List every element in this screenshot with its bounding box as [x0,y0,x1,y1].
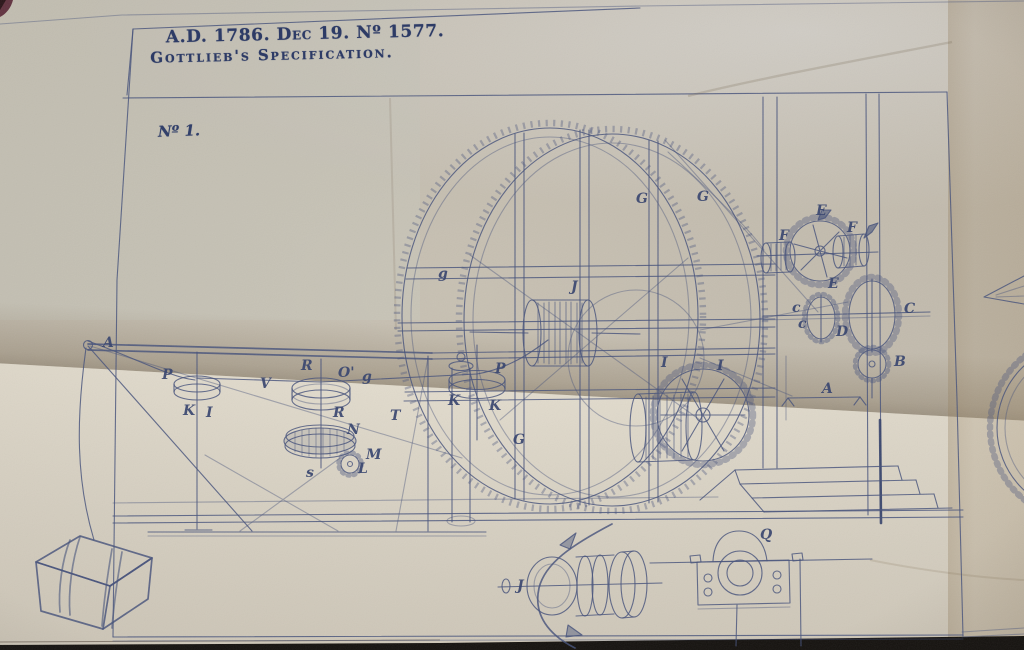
part-label-c: c [792,300,801,316]
part-label-G: G [513,432,525,448]
part-label-A: A [101,335,114,351]
part-label-V: V [260,376,273,392]
part-label-J: J [568,279,579,295]
part-label-O': O' [338,365,354,381]
part-label-K: K [447,393,461,409]
part-label-P: P [161,367,173,383]
part-label-c: c [798,316,807,332]
part-label-F: F [778,228,790,244]
part-label-T: T [390,408,402,424]
title-block: A.D. 1786. Dec 19. Nº 1577. Gottlieb's S… [150,20,481,67]
part-label-I: I [205,405,213,421]
part-label-R: R [300,358,313,374]
part-label-E: E [815,203,827,219]
part-label-J: J [514,578,525,594]
figure-number: Nº 1. [157,121,201,141]
part-label-D: D [835,324,849,340]
part-label-g: g [362,369,372,385]
part-label-E: E [827,276,839,292]
part-label-L: L [357,461,368,477]
part-label-P: P [494,361,506,377]
part-label-I: I [716,358,724,374]
part-label-A: A [820,381,833,397]
part-label-G: G [697,189,709,205]
part-label-B: B [893,354,906,370]
part-label-M: M [365,447,382,463]
part-label-g: g [438,266,448,282]
part-label-N: N [346,422,361,438]
part-label-K: K [182,403,196,419]
part-label-Q: Q [760,527,772,543]
part-label-K: K [488,398,502,414]
part-label-F: F [846,220,858,236]
part-label-R: R [332,405,345,421]
part-label-s: s [306,465,314,481]
part-label-C: C [904,301,915,317]
part-label-I: I [660,355,668,371]
part-label-G: G [636,191,648,207]
